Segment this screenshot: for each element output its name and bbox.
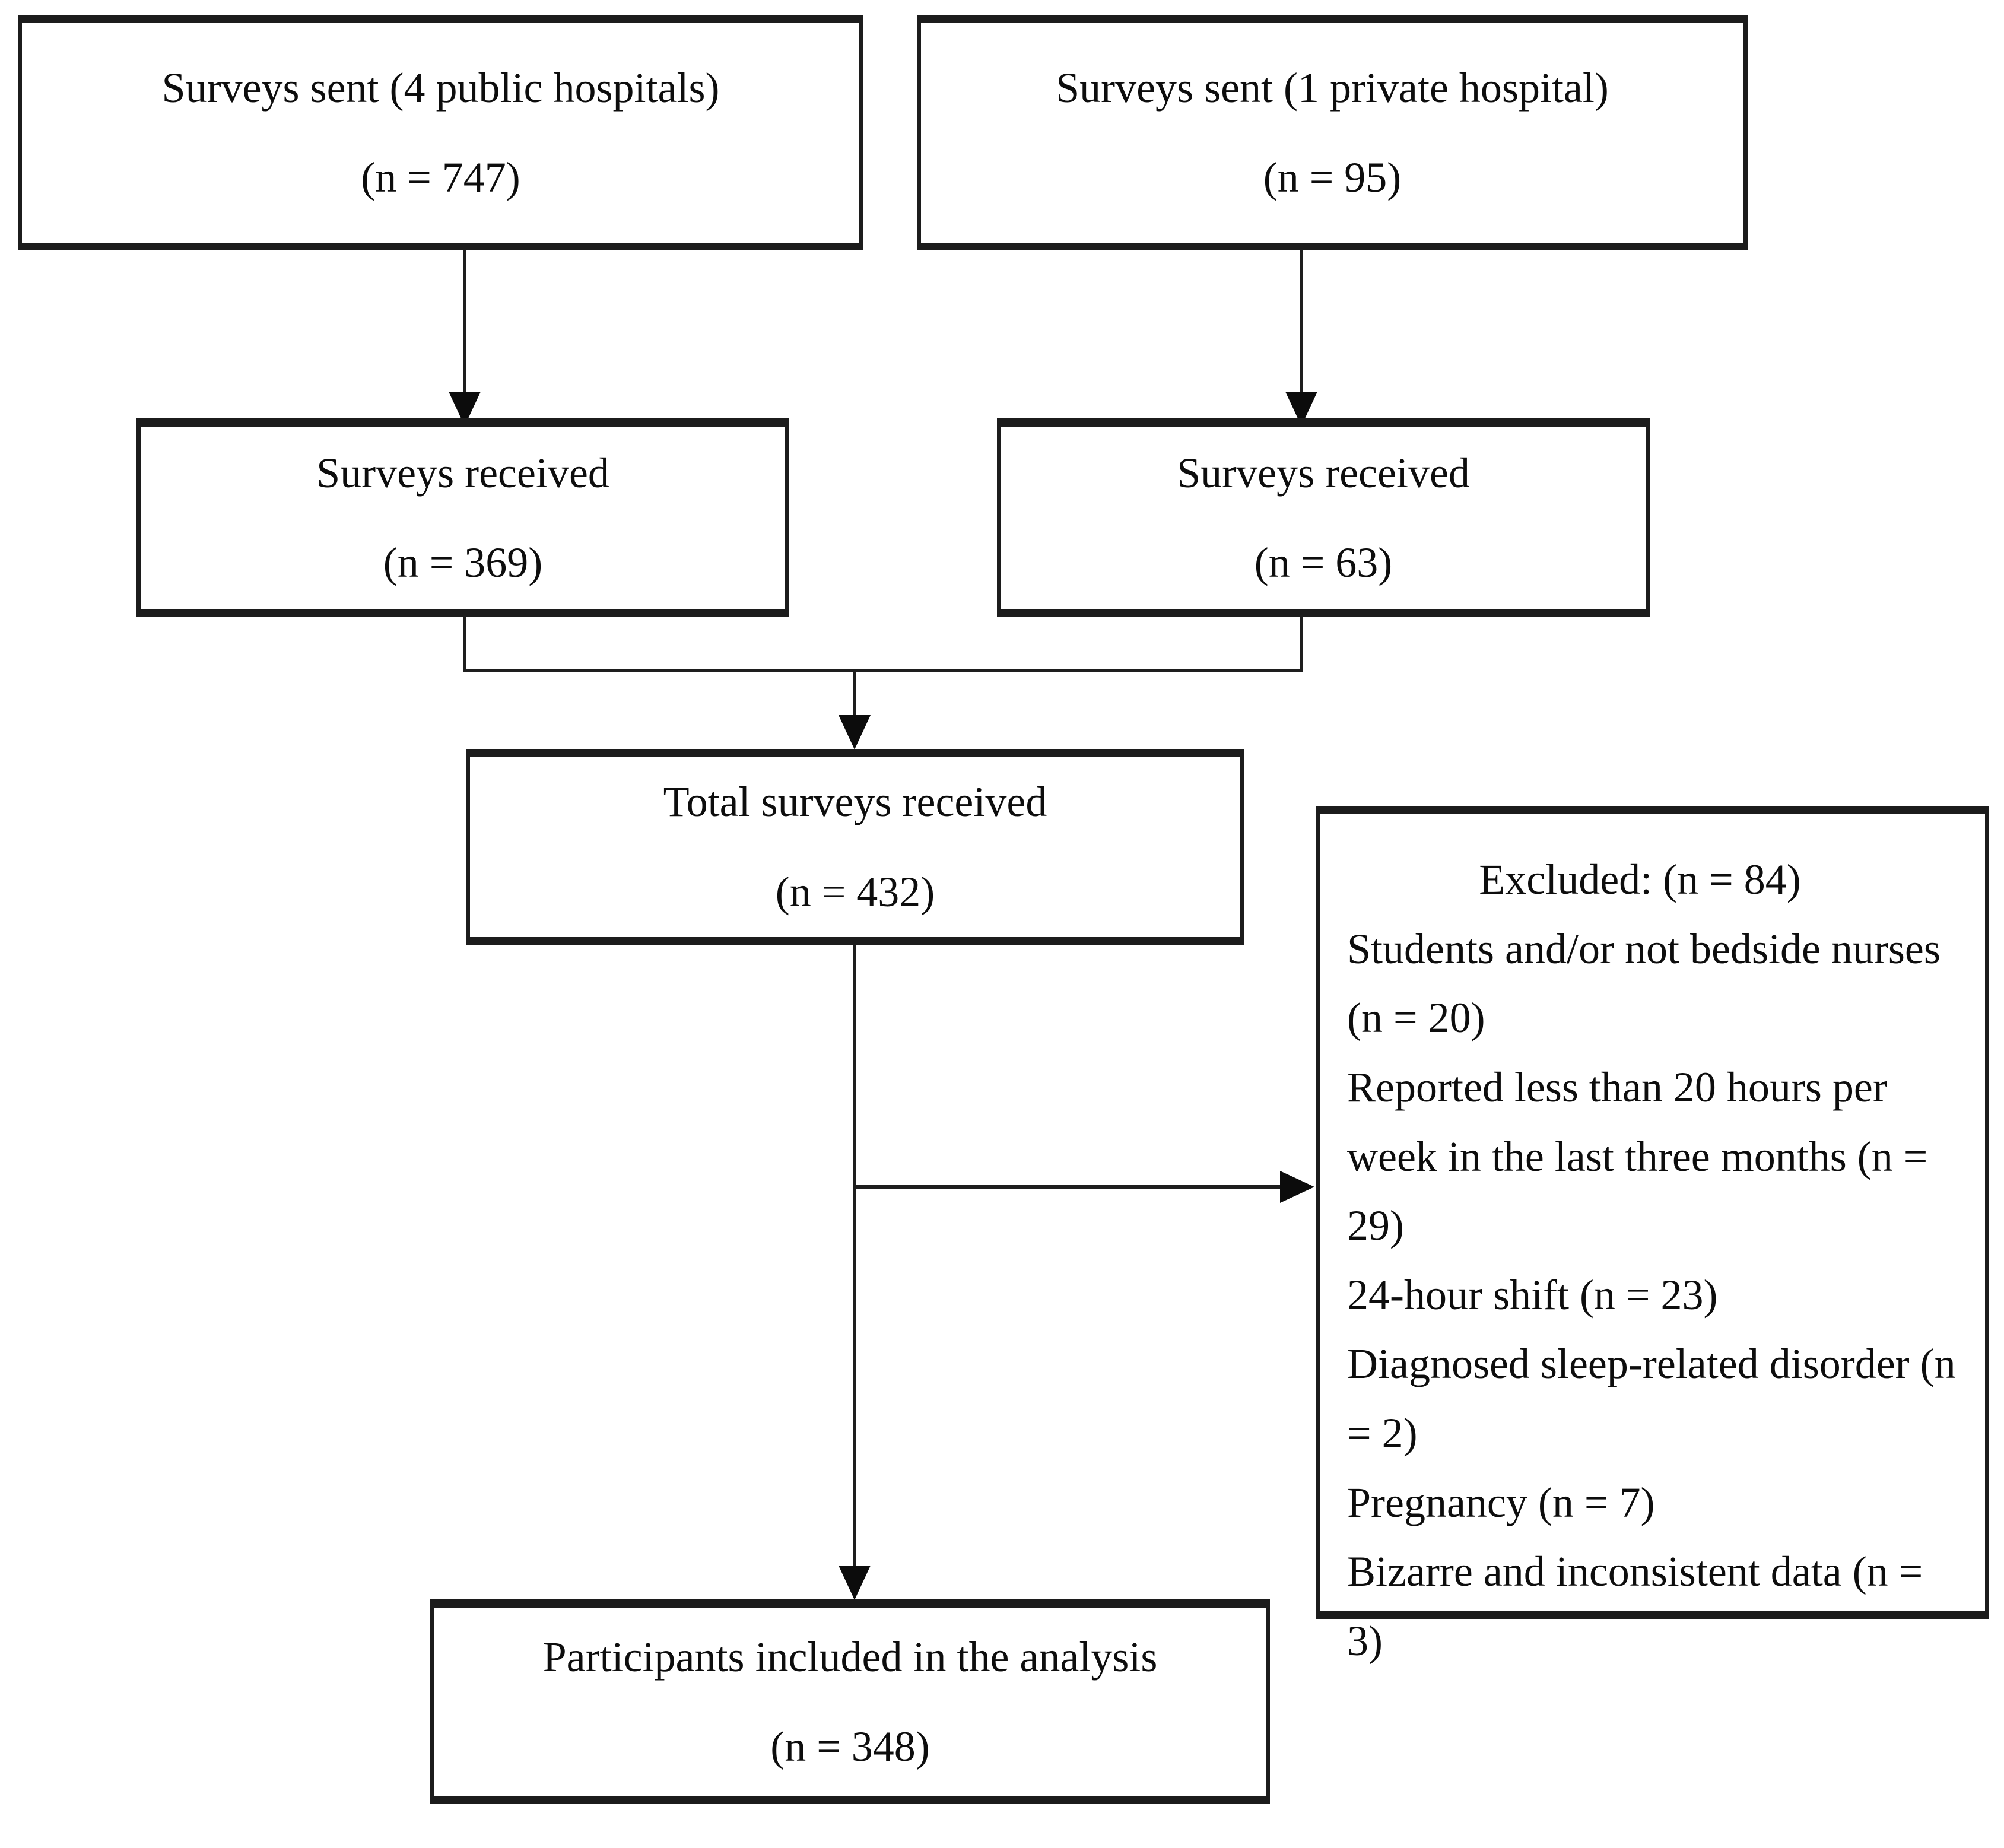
connector-merge-right-line [1300, 615, 1303, 672]
connector-merge-left-line [463, 615, 466, 672]
excluded-reason: Diagnosed sleep-related disorder (n = 2) [1347, 1340, 1956, 1457]
excluded-reason: Students and/or not bedside nurses (n = … [1347, 925, 1941, 1042]
excluded-reason: 24-hour shift (n = 23) [1347, 1271, 1718, 1319]
box-count: (n = 432) [775, 868, 935, 916]
box-excluded: Excluded: (n = 84) Students and/or not b… [1316, 806, 1989, 1665]
box-title: Surveys received [316, 449, 609, 497]
box-count: (n = 95) [1263, 154, 1402, 201]
connector-sent-public-line [463, 249, 466, 393]
box-surveys-sent-public: Surveys sent (4 public hospitals) (n = 7… [18, 15, 863, 250]
box-title: Surveys received [1177, 449, 1470, 497]
excluded-reason: Reported less than 20 hours per week in … [1347, 1063, 1928, 1250]
connector-total-to-included-line [853, 944, 856, 1567]
box-count: (n = 63) [1254, 539, 1393, 586]
box-total-surveys-received: Total surveys received (n = 432) [466, 749, 1244, 945]
box-title: Total surveys received [663, 778, 1047, 826]
connector-merge-horizontal-line [463, 669, 1303, 672]
box-participants-included: Participants included in the analysis (n… [430, 1599, 1270, 1804]
box-count: (n = 369) [383, 539, 543, 586]
connector-merge-center-line [853, 671, 856, 717]
arrowhead-right-icon [1280, 1171, 1314, 1203]
excluded-reason: Bizarre and inconsistent data (n = 3) [1347, 1548, 1923, 1665]
excluded-header: Excluded: (n = 84) [1479, 856, 1801, 903]
connector-branch-to-excluded-line [855, 1185, 1282, 1189]
excluded-reason: Pregnancy (n = 7) [1347, 1478, 1655, 1526]
box-count: (n = 348) [770, 1723, 930, 1770]
box-title: Surveys sent (1 private hospital) [1056, 63, 1609, 112]
arrowhead-down-icon [839, 1566, 871, 1600]
box-title: Participants included in the analysis [542, 1633, 1158, 1681]
connector-sent-private-line [1300, 249, 1303, 393]
box-surveys-sent-private: Surveys sent (1 private hospital) (n = 9… [917, 15, 1748, 250]
box-surveys-received-private: Surveys received (n = 63) [997, 418, 1650, 617]
box-surveys-received-public: Surveys received (n = 369) [136, 418, 789, 617]
arrowhead-down-icon [839, 715, 871, 750]
box-count: (n = 747) [361, 154, 520, 201]
box-title: Surveys sent (4 public hospitals) [161, 63, 720, 112]
